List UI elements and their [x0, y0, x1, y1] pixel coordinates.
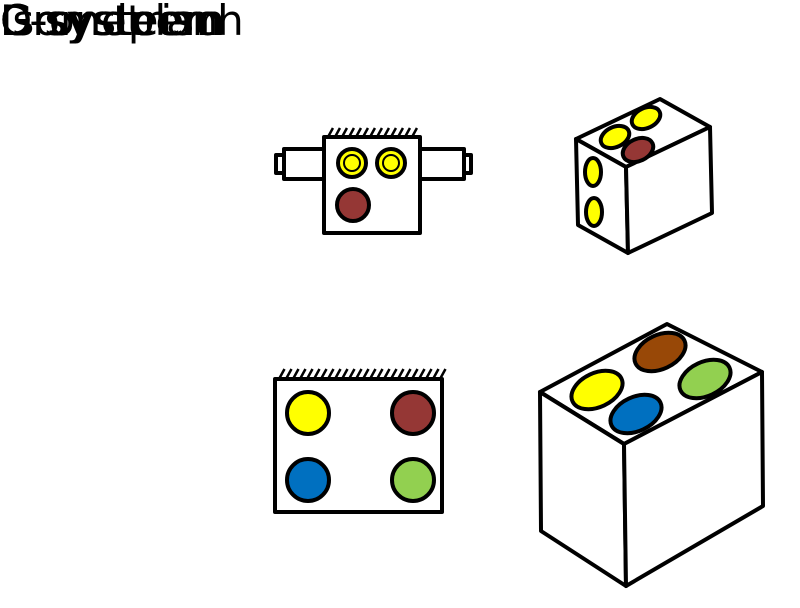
c-plan-left-connector: [274, 147, 326, 181]
c-plan-unit-body: [322, 135, 422, 235]
d-iso-side-face: [622, 370, 765, 588]
c-system-floorplan: [274, 127, 473, 235]
d-plan-wall-hatching: [277, 368, 447, 380]
c-plan-duct-brown: [335, 187, 371, 223]
d-iso-duct-blue: [608, 392, 664, 436]
header-grondplan: Grondplan: [0, 0, 219, 45]
c-system-isometric: [574, 97, 714, 255]
d-system-isometric: [538, 322, 765, 588]
d-plan-duct-green: [390, 457, 436, 503]
c-iso-duct-yellow-side-lower: [584, 196, 604, 228]
d-iso-duct-yellow: [569, 368, 625, 412]
c-iso-duct-yellow-top-right: [629, 104, 663, 132]
d-system-floorplan: [273, 368, 447, 514]
c-plan-duct-yellow-right: [375, 147, 407, 179]
d-iso-duct-brown: [632, 330, 688, 374]
d-plan-duct-brown: [390, 390, 436, 436]
header-isometrisch: Isometrisch: [0, 0, 244, 45]
c-iso-duct-yellow-side-upper: [583, 156, 603, 188]
row-label-d-systeem: D-systeem: [0, 0, 226, 45]
c-iso-duct-yellow-top-left: [598, 123, 632, 151]
d-iso-duct-green: [677, 357, 733, 401]
c-plan-duct-yellow-left: [336, 147, 368, 179]
c-plan-right-connector: [418, 147, 473, 181]
c-plan-wall-hatching: [326, 127, 419, 138]
row-label-c-systeem: C-systeem: [0, 0, 223, 45]
d-plan-duct-blue: [285, 457, 331, 503]
d-plan-duct-yellow: [285, 390, 331, 436]
c-iso-duct-brown: [620, 135, 656, 165]
